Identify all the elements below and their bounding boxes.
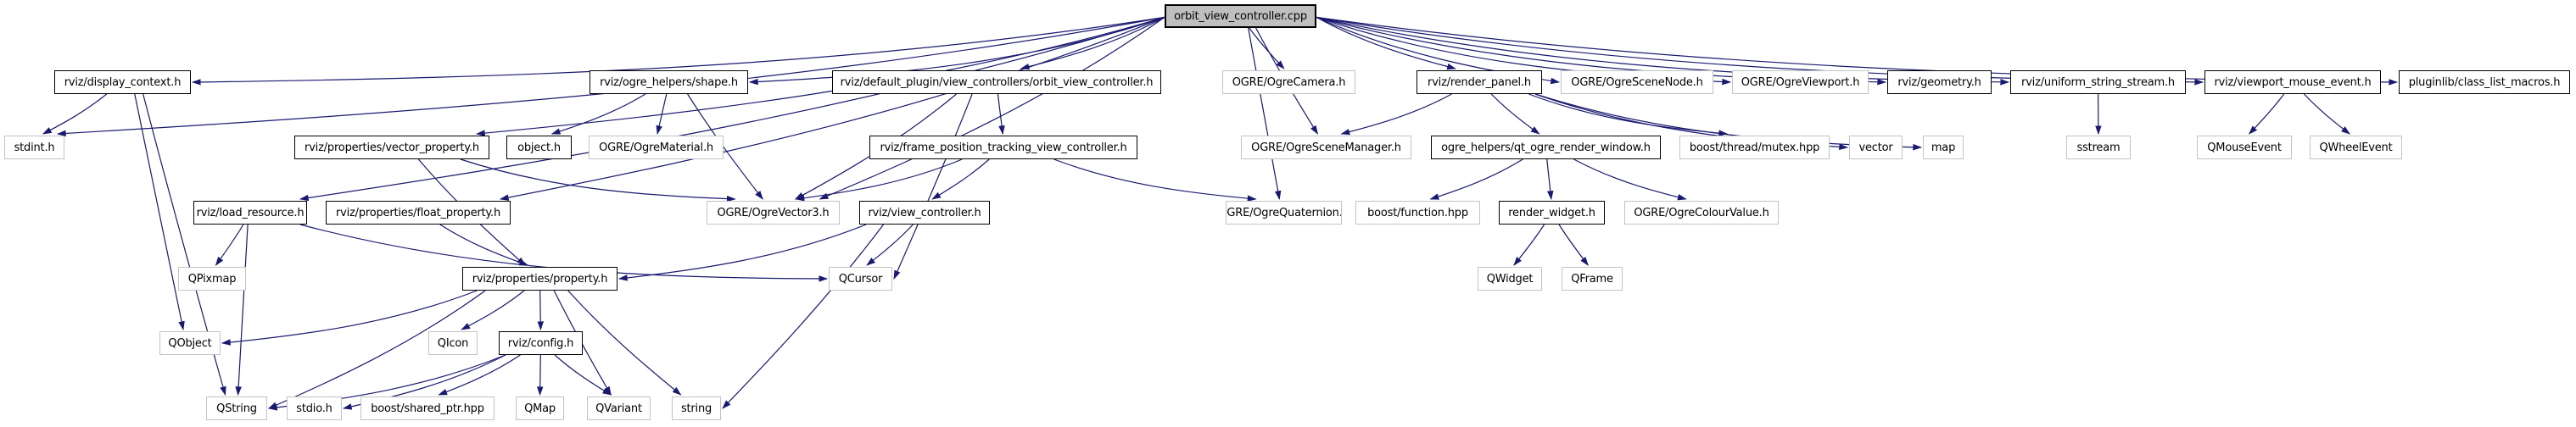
- include-edge-qt_ogre-to-ogre_colour: [1573, 158, 1687, 201]
- graph-node-mutex: boost/thread/mutex.hpp: [1679, 136, 1830, 159]
- include-edge-cpp-to-render_panel: [1316, 16, 1456, 70]
- include-edge-config-to-shared_ptr: [438, 354, 521, 396]
- include-edge-view_controller-to-qcursor: [866, 224, 914, 266]
- graph-node-qpixmap: QPixmap: [178, 267, 246, 291]
- graph-node-qicon: QIcon: [428, 331, 478, 355]
- graph-node-ogre-colour: OGRE/OgreColourValue.h: [1624, 201, 1779, 225]
- graph-node-ogre-scene-manager: OGRE/OgreSceneManager.h: [1241, 136, 1411, 159]
- graph-node-qstring: QString: [206, 396, 267, 420]
- include-edge-cpp-to-load_resource: [299, 16, 1165, 202]
- graph-node-qcursor: QCursor: [829, 267, 892, 291]
- graph-node-viewport-mouse[interactable]: rviz/viewport_mouse_event.h: [2204, 70, 2381, 94]
- graph-node-ogre-quaternion: OGRE/OgreQuaternion.h: [1226, 201, 1342, 225]
- include-edge-frame_pos-to-view_controller: [931, 158, 990, 200]
- graph-node-render-widget[interactable]: render_widget.h: [1499, 201, 1605, 225]
- include-edge-render_widget-to-qframe: [1558, 224, 1589, 266]
- graph-node-string: string: [672, 396, 721, 420]
- include-edge-viewport_mouse-to-qmouseevent: [2248, 93, 2285, 135]
- graph-node-ogre-camera: OGRE/OgreCamera.h: [1222, 70, 1355, 94]
- include-edge-view_controller-to-string: [722, 224, 885, 409]
- include-edge-display_context-to-stdint: [42, 93, 108, 135]
- graph-node-map: map: [1923, 136, 1964, 159]
- graph-node-qmap: QMap: [516, 396, 564, 420]
- graph-node-qframe: QFrame: [1562, 267, 1623, 291]
- include-edge-ovc_h-to-frame_pos: [997, 93, 1005, 136]
- graph-node-class-list-macros[interactable]: pluginlib/class_list_macros.h: [2399, 70, 2570, 94]
- graph-node-shape[interactable]: rviz/ogre_helpers/shape.h: [590, 70, 748, 94]
- include-edge-cpp-to-ogre_camera: [1249, 27, 1285, 69]
- include-edge-shape-to-object: [550, 93, 646, 135]
- include-edge-frame_pos-to-ogre_vector3: [795, 158, 963, 202]
- graph-node-object[interactable]: object.h: [506, 136, 572, 159]
- include-edge-config-to-qvariant: [554, 354, 612, 396]
- graph-node-shared-ptr: boost/shared_ptr.hpp: [360, 396, 495, 420]
- include-edge-render_widget-to-qwidget: [1513, 224, 1545, 266]
- include-edge-property-to-config: [537, 290, 545, 331]
- graph-node-load-resource[interactable]: rviz/load_resource.h: [193, 201, 307, 225]
- include-edge-render_panel-to-mutex: [1528, 93, 1729, 136]
- graph-node-sstream: sstream: [2066, 136, 2131, 159]
- include-edge-frame_pos-to-ogre_quaternion: [1053, 158, 1257, 202]
- graph-node-ovc-h[interactable]: rviz/default_plugin/view_controllers/orb…: [832, 70, 1161, 94]
- include-edge-display_context-to-qobject: [134, 93, 185, 331]
- graph-node-ogre-vector3: OGRE/OgreVector3.h: [707, 201, 840, 225]
- include-edge-viewport_mouse-to-qwheelevent: [2303, 93, 2350, 135]
- include-edge-cpp-to-ogre_vector3: [819, 16, 1165, 200]
- graph-node-qt-ogre[interactable]: ogre_helpers/qt_ogre_render_window.h: [1431, 136, 1661, 159]
- graph-node-render-panel[interactable]: rviz/render_panel.h: [1417, 70, 1542, 94]
- graph-node-float-property[interactable]: rviz/properties/float_property.h: [326, 201, 511, 225]
- graph-node-frame-pos[interactable]: rviz/frame_position_tracking_view_contro…: [869, 136, 1137, 159]
- include-edge-ovc_h-to-qcursor: [893, 93, 973, 280]
- include-edge-cpp-to-ogre_quaternion: [1248, 27, 1282, 201]
- graph-node-ogre-scene-node: OGRE/OgreSceneNode.h: [1561, 70, 1713, 94]
- graph-node-qmouseevent: QMouseEvent: [2197, 136, 2292, 159]
- include-edge-load_resource-to-qstring: [235, 224, 249, 396]
- include-edge-property-to-string: [567, 290, 682, 396]
- graph-node-stdint: stdint.h: [4, 136, 64, 159]
- graph-node-vector: vector: [1849, 136, 1903, 159]
- graph-node-property[interactable]: rviz/properties/property.h: [462, 267, 617, 291]
- include-edge-property-to-qicon: [461, 290, 525, 330]
- graph-node-qwidget: QWidget: [1478, 267, 1542, 291]
- graph-node-display-context[interactable]: rviz/display_context.h: [54, 70, 191, 94]
- include-edge-vector_property-to-ogre_vector3: [460, 158, 736, 202]
- include-edge-load_resource-to-qpixmap: [215, 224, 244, 266]
- graph-node-qobject: QObject: [159, 331, 221, 355]
- include-edge-render_panel-to-ogre_scene_manager: [1340, 93, 1452, 136]
- include-edge-cpp-to-float_property: [499, 16, 1165, 201]
- graph-node-qwheelevent: QWheelEvent: [2310, 136, 2402, 159]
- include-edge-render_panel-to-qt_ogre: [1490, 93, 1540, 135]
- graph-node-vector-property[interactable]: rviz/properties/vector_property.h: [294, 136, 489, 159]
- graph-node-ogre-material: OGRE/OgreMaterial.h: [589, 136, 724, 159]
- include-edge-config-to-qmap: [536, 354, 544, 396]
- include-edge-shape-to-ogre_material: [656, 93, 668, 136]
- graph-node-view-controller[interactable]: rviz/view_controller.h: [859, 201, 990, 225]
- graph-node-qvariant: QVariant: [587, 396, 651, 420]
- graph-node-ogre-viewport: OGRE/OgreViewport.h: [1732, 70, 1869, 94]
- include-edge-cpp-to-ovc_h: [1020, 16, 1165, 70]
- graph-node-geometry[interactable]: rviz/geometry.h: [1887, 70, 1992, 94]
- include-edge-qt_ogre-to-boost_function: [1429, 158, 1523, 200]
- graph-node-config[interactable]: rviz/config.h: [499, 331, 583, 355]
- include-edge-float_property-to-property: [439, 224, 529, 266]
- graph-node-boost-function: boost/function.hpp: [1355, 201, 1480, 225]
- graph-node-uniform-ss[interactable]: rviz/uniform_string_stream.h: [2010, 70, 2186, 94]
- graph-node-cpp: orbit_view_controller.cpp: [1165, 4, 1316, 28]
- graph-node-stdio: stdio.h: [287, 396, 342, 420]
- include-edge-qt_ogre-to-render_widget: [1546, 158, 1554, 201]
